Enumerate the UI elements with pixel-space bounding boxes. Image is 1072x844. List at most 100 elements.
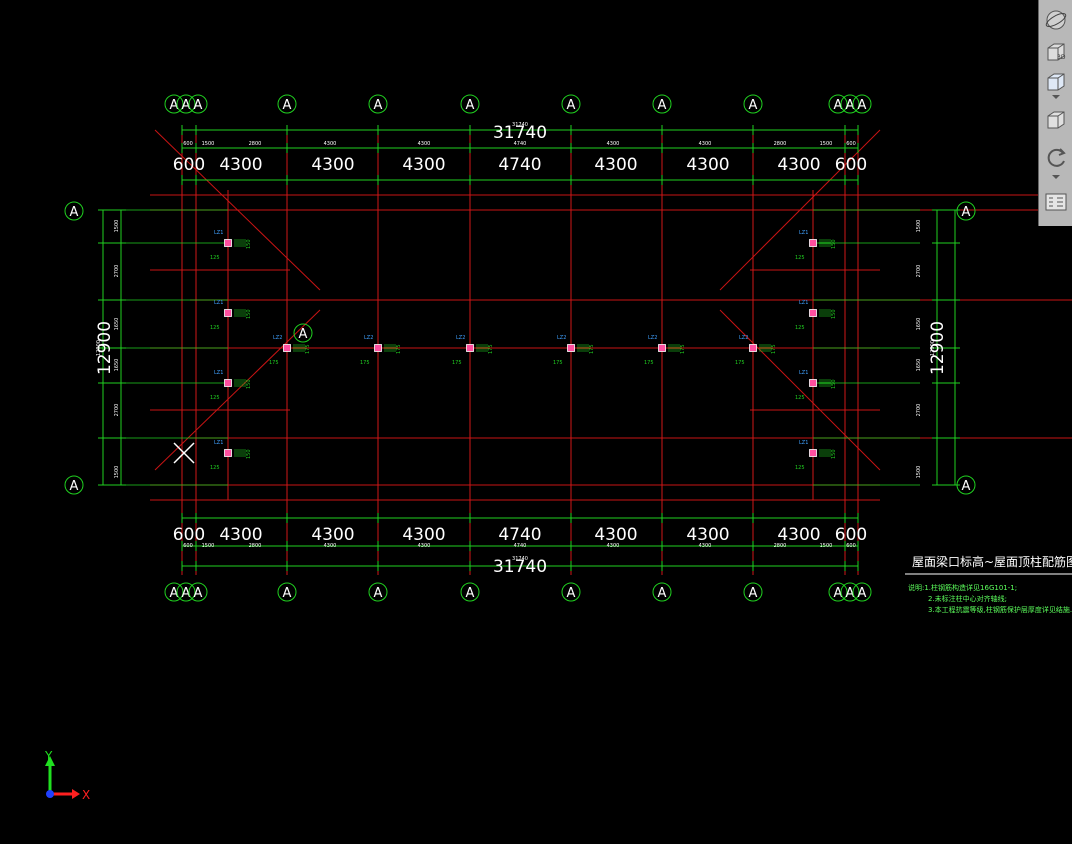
column-square [809, 239, 817, 247]
box-view-icon[interactable] [1042, 106, 1070, 134]
bay-dim-bottom-0: 600 [173, 525, 205, 545]
axis-bubble-top-2: A [188, 94, 208, 114]
column-dim-b: 175 [771, 344, 777, 354]
column-square [224, 239, 232, 247]
axis-bubble-bottom-7: A [652, 582, 672, 602]
column-square [567, 344, 575, 352]
detail-dim-bottom-6: 4300 [607, 543, 620, 549]
side-dim-left-5: 1500 [114, 466, 120, 479]
detail-dim-bottom-3: 4300 [324, 543, 337, 549]
column-tag: LZ1 [214, 300, 223, 306]
axis-bubble-bottom-0: A [164, 582, 184, 602]
bubble-circle [460, 582, 480, 602]
column-dim-a: 175 [644, 360, 654, 366]
bubble-circle [188, 582, 208, 602]
side-dim-right-0: 1500 [916, 220, 922, 233]
column-tag: LZ2 [364, 335, 373, 341]
column-dim-b: 175 [589, 344, 595, 354]
bubble-circle [828, 94, 848, 114]
detail-dim-bottom-1: 1500 [202, 543, 215, 549]
note-line-1: 说明:1.柱钢筋构造详见16G101-1; [908, 583, 1017, 592]
column-tag: LZ2 [456, 335, 465, 341]
bubble-circle [188, 94, 208, 114]
axis-bubble-side-4: A [293, 323, 313, 343]
bay-dim-bottom-6: 4300 [686, 525, 729, 545]
bubble-label: A [834, 98, 843, 113]
detail-dim-bottom-10: 600 [846, 543, 856, 549]
overall-dim-bottom: 31740 [493, 557, 547, 577]
bubble-label: A [299, 327, 308, 342]
column-dim-a: 125 [795, 465, 805, 471]
columns: LZ1125150LZ1125150LZ1125150LZ1125150LZ11… [210, 230, 837, 471]
column-dim-a: 125 [210, 395, 220, 401]
overall-height-left-small: 12900 [96, 340, 102, 356]
column-tag: LZ1 [214, 440, 223, 446]
note-line-3: 3.本工程抗震等级,柱钢筋保护层厚度详见结施. [928, 605, 1072, 614]
refresh-icon[interactable] [1042, 144, 1070, 172]
detail-dim-bottom-9: 1500 [820, 543, 833, 549]
bubble-label: A [70, 479, 79, 494]
column-square [749, 344, 757, 352]
column-tag: LZ2 [557, 335, 566, 341]
detail-dim-top-7: 4300 [699, 141, 712, 147]
bay-dim-top-3: 4300 [402, 155, 445, 175]
side-dim-left-1: 2700 [114, 265, 120, 278]
axis-bubble-bottom-6: A [561, 582, 581, 602]
bay-dim-bottom-7: 4300 [777, 525, 820, 545]
overall-height-right: 12900 [928, 321, 948, 375]
grid-lines [150, 129, 1072, 501]
bubble-label: A [466, 98, 475, 113]
orbit-globe-icon[interactable] [1042, 6, 1070, 34]
view-3d-icon[interactable]: 3D [1042, 38, 1070, 66]
ucs-axis-icon: Y X [44, 749, 90, 802]
column-square [809, 309, 817, 317]
bubble-label: A [567, 98, 576, 113]
axis-bubble-bottom-11: A [852, 582, 872, 602]
detail-dim-top-2: 2800 [249, 141, 262, 147]
side-dim-left-3: 1650 [114, 359, 120, 372]
bubble-circle [460, 94, 480, 114]
column-square [466, 344, 474, 352]
bubble-label: A [70, 205, 79, 220]
axis-bubble-top-4: A [368, 94, 388, 114]
axis-bubble-top-7: A [652, 94, 672, 114]
axis-bubble-top-3: A [277, 94, 297, 114]
view-cube-icon[interactable] [1042, 68, 1070, 96]
bubble-label: A [194, 98, 203, 113]
column-dim-a: 125 [210, 325, 220, 331]
bay-dim-bottom-2: 4300 [311, 525, 354, 545]
y-axis-label: Y [44, 749, 53, 763]
bubble-circle [840, 94, 860, 114]
detail-dim-bottom-4: 4300 [418, 543, 431, 549]
bubble-label: A [858, 586, 867, 601]
column-square [283, 344, 291, 352]
bubble-label: A [658, 586, 667, 601]
bay-dim-top-8: 600 [835, 155, 867, 175]
column-tag: LZ1 [214, 230, 223, 236]
view-3d-label: 3D [1057, 54, 1066, 61]
chevron-down-icon-2[interactable] [1042, 172, 1070, 182]
column-dim-a: 125 [795, 255, 805, 261]
detail-dim-bottom-2: 2800 [249, 543, 262, 549]
detail-dim-bottom-0: 600 [183, 543, 193, 549]
axis-bubble-side-2: A [956, 201, 976, 221]
column-dim-a: 175 [360, 360, 370, 366]
column-tag: LZ2 [739, 335, 748, 341]
side-dim-right-5: 1500 [916, 466, 922, 479]
bubble-label: A [170, 586, 179, 601]
bubble-circle [176, 94, 196, 114]
bubble-circle [64, 475, 84, 495]
detail-dim-top-10: 600 [846, 141, 856, 147]
bubble-label: A [846, 98, 855, 113]
chevron-down-icon[interactable] [1042, 92, 1070, 102]
grid-view-icon[interactable] [1042, 188, 1070, 216]
column-dim-a: 125 [795, 395, 805, 401]
bay-dim-bottom-5: 4300 [594, 525, 637, 545]
bay-dim-top-1: 4300 [219, 155, 262, 175]
bay-dim-top-7: 4300 [777, 155, 820, 175]
